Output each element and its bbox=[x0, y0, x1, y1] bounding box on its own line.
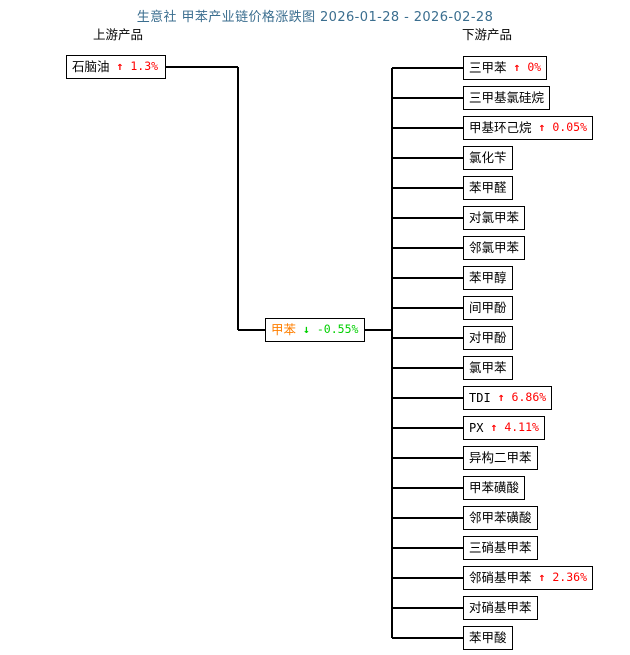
arrow-up-icon: ↑ bbox=[538, 120, 546, 135]
node-label: 苯甲酸 bbox=[469, 629, 507, 645]
page-title: 生意社 甲苯产业链价格涨跌图 2026-01-28 - 2026-02-28 bbox=[136, 10, 494, 25]
node-label: 三硝基甲苯 bbox=[469, 539, 532, 555]
price-change-value: 4.11% bbox=[497, 420, 539, 435]
node-label: 氯化苄 bbox=[469, 149, 507, 165]
node-label: 对甲酚 bbox=[469, 329, 507, 345]
price-change-up: ↑ 6.86% bbox=[498, 392, 546, 404]
arrow-up-icon: ↑ bbox=[497, 390, 505, 405]
arrow-up-icon: ↑ bbox=[513, 60, 521, 75]
node-label: TDI bbox=[469, 391, 491, 405]
arrow-down-icon: ↓ bbox=[303, 322, 310, 337]
node-label: 石脑油 bbox=[72, 58, 110, 74]
node-label: 异构二甲苯 bbox=[469, 449, 532, 465]
node-label: 甲苯磺酸 bbox=[469, 479, 520, 495]
node-label: 间甲酚 bbox=[469, 299, 507, 315]
price-change-value: -0.55% bbox=[309, 322, 359, 337]
downstream-node-氯甲苯[interactable]: 氯甲苯 bbox=[463, 356, 513, 380]
downstream-node-对硝基甲苯[interactable]: 对硝基甲苯 bbox=[463, 596, 538, 620]
downstream-node-苯甲酸[interactable]: 苯甲酸 bbox=[463, 626, 513, 650]
downstream-node-邻硝基甲苯[interactable]: 邻硝基甲苯 ↑ 2.36% bbox=[463, 566, 593, 590]
arrow-up-icon: ↑ bbox=[490, 420, 498, 435]
node-label: 对硝基甲苯 bbox=[469, 599, 532, 615]
arrow-up-icon: ↑ bbox=[116, 59, 124, 74]
downstream-node-三甲基氯硅烷[interactable]: 三甲基氯硅烷 bbox=[463, 86, 551, 110]
price-change-up: ↑ 0.05% bbox=[539, 122, 587, 134]
downstream-node-间甲酚[interactable]: 间甲酚 bbox=[463, 296, 513, 320]
downstream-node-TDI[interactable]: TDI ↑ 6.86% bbox=[463, 386, 553, 410]
downstream-node-邻氯甲苯[interactable]: 邻氯甲苯 bbox=[463, 236, 526, 260]
node-label: 三甲苯 bbox=[469, 59, 507, 75]
price-change-up: ↑ 1.3% bbox=[117, 61, 159, 73]
upstream-node-石脑油[interactable]: 石脑油 ↑ 1.3% bbox=[66, 55, 166, 79]
downstream-node-异构二甲苯[interactable]: 异构二甲苯 bbox=[463, 446, 538, 470]
arrow-up-icon: ↑ bbox=[538, 570, 546, 585]
downstream-column-header: 下游产品 bbox=[462, 27, 513, 42]
price-change-value: 1.3% bbox=[123, 59, 159, 74]
node-label: 苯甲醇 bbox=[469, 269, 507, 285]
node-label: 邻甲苯磺酸 bbox=[469, 509, 532, 525]
downstream-node-三硝基甲苯[interactable]: 三硝基甲苯 bbox=[463, 536, 538, 560]
downstream-node-PX[interactable]: PX ↑ 4.11% bbox=[463, 416, 545, 440]
downstream-node-对甲酚[interactable]: 对甲酚 bbox=[463, 326, 513, 350]
node-label: 邻硝基甲苯 bbox=[469, 569, 532, 585]
downstream-node-氯化苄[interactable]: 氯化苄 bbox=[463, 146, 513, 170]
downstream-node-三甲苯[interactable]: 三甲苯 ↑ 0% bbox=[463, 56, 548, 80]
node-label: 对氯甲苯 bbox=[469, 209, 520, 225]
node-label: 邻氯甲苯 bbox=[469, 239, 520, 255]
node-label: 三甲基氯硅烷 bbox=[469, 89, 545, 105]
price-change-up: ↑ 2.36% bbox=[539, 572, 587, 584]
node-label: 甲苯 bbox=[271, 321, 297, 337]
node-label: 氯甲苯 bbox=[469, 359, 507, 375]
downstream-node-苯甲醇[interactable]: 苯甲醇 bbox=[463, 266, 513, 290]
price-change-value: 0% bbox=[520, 60, 542, 75]
price-change-down: ↓ -0.55% bbox=[303, 324, 358, 336]
price-change-value: 0.05% bbox=[545, 120, 587, 135]
downstream-node-苯甲醛[interactable]: 苯甲醛 bbox=[463, 176, 513, 200]
price-change-value: 6.86% bbox=[504, 390, 547, 405]
price-change-up: ↑ 0% bbox=[514, 62, 542, 74]
node-label: 甲基环己烷 bbox=[469, 119, 532, 135]
node-label: 苯甲醛 bbox=[469, 179, 507, 195]
upstream-column-header: 上游产品 bbox=[93, 27, 144, 42]
price-change-up: ↑ 4.11% bbox=[490, 422, 538, 434]
downstream-node-甲基环己烷[interactable]: 甲基环己烷 ↑ 0.05% bbox=[463, 116, 593, 140]
downstream-node-甲苯磺酸[interactable]: 甲苯磺酸 bbox=[463, 476, 526, 500]
node-label: PX bbox=[469, 421, 484, 435]
downstream-node-邻甲苯磺酸[interactable]: 邻甲苯磺酸 bbox=[463, 506, 538, 530]
center-node-甲苯[interactable]: 甲苯 ↓ -0.55% bbox=[265, 318, 365, 342]
downstream-node-对氯甲苯[interactable]: 对氯甲苯 bbox=[463, 206, 526, 230]
price-change-value: 2.36% bbox=[545, 570, 587, 585]
